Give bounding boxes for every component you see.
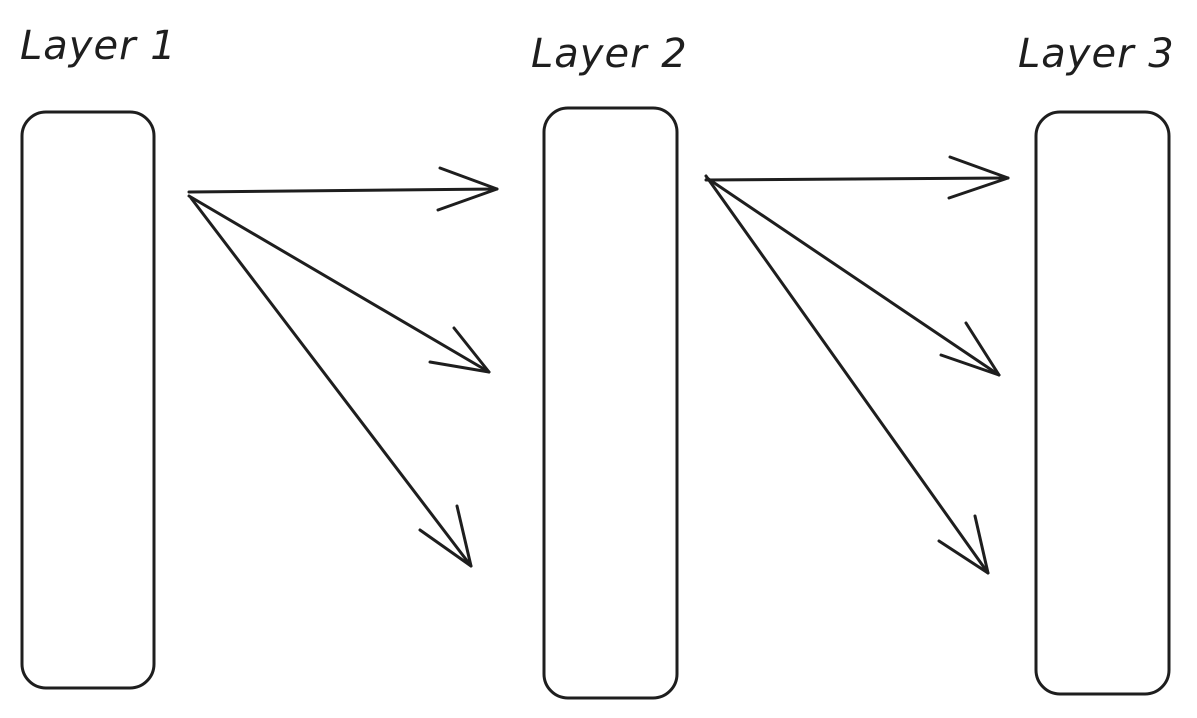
arrow-l1-bottom <box>189 196 473 568</box>
arrow-l2-bottom <box>704 174 990 575</box>
arrow-l2-top <box>704 155 1010 200</box>
layer-3-label: Layer 3 <box>1018 31 1175 77</box>
layer-2-label: Layer 2 <box>531 31 688 77</box>
arrow-l1-middle <box>187 194 491 374</box>
arrow-l1-top <box>187 166 499 212</box>
layer-2-box <box>542 106 679 700</box>
layer-1-label: Layer 1 <box>20 23 177 69</box>
layer-3-box <box>1034 110 1171 696</box>
layer-1-box <box>20 110 156 690</box>
arrow-l2-middle <box>705 176 1001 377</box>
